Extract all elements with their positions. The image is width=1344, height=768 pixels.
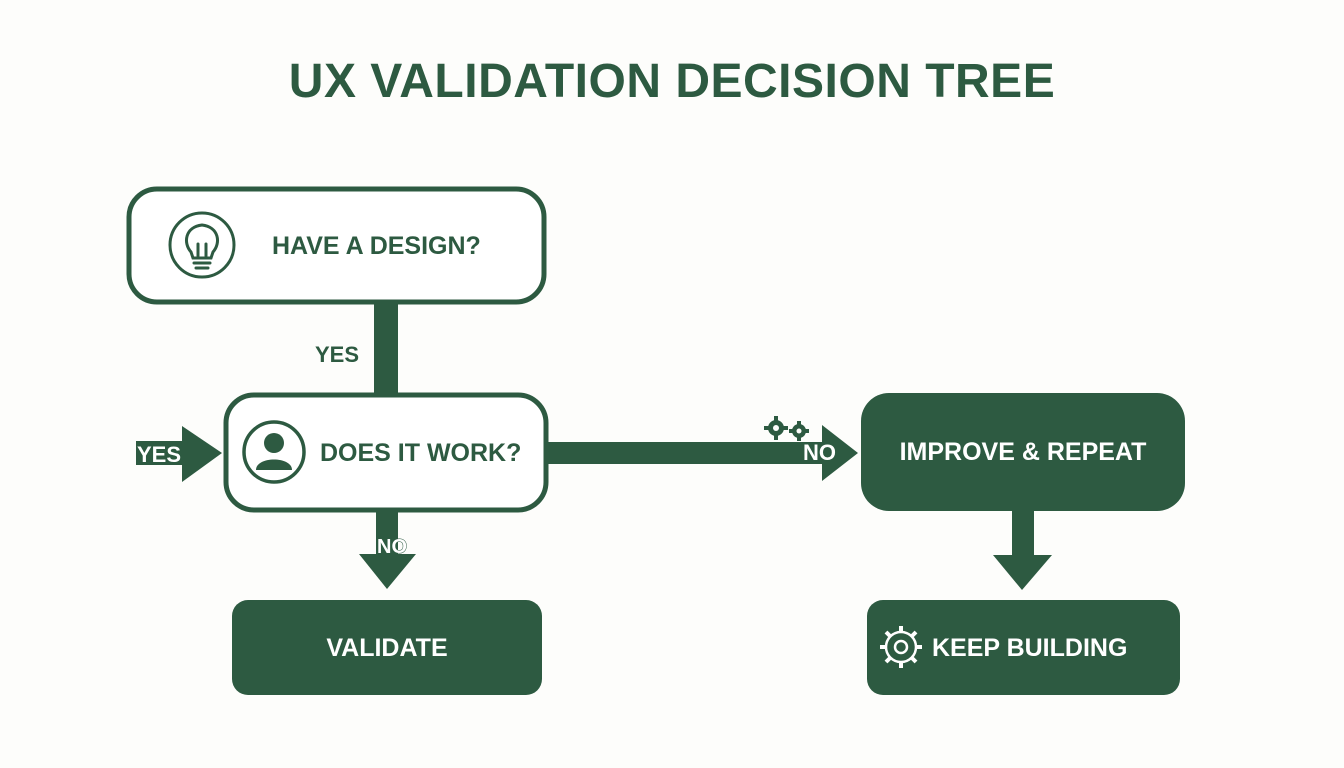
user-icon (242, 420, 306, 484)
connector-work-to-validate (359, 508, 416, 589)
entry-arrow (136, 426, 222, 482)
improve-repeat-label: IMPROVE & REPEAT (899, 438, 1147, 466)
node-validate (232, 600, 542, 695)
node-keep-building (867, 600, 1180, 695)
node-improve-repeat (861, 393, 1185, 511)
lightbulb-icon (168, 211, 236, 279)
have-design-label: HAVE A DESIGN? (272, 232, 481, 260)
keep-building-label: KEEP BUILDING (932, 634, 1128, 662)
gears-icon (764, 416, 809, 441)
edge-label-no-to-improve: NO (803, 440, 837, 466)
does-it-work-label: DOES IT WORK? (320, 439, 522, 467)
node-does-it-work (223, 392, 549, 513)
connector-design-to-work (374, 300, 398, 398)
edge-label-yes-entry: YES (136, 442, 182, 468)
gear-icon (880, 626, 922, 668)
diagram-title: UX VALIDATION DECISION TREE (288, 55, 1056, 108)
connector-improve-to-keep (993, 510, 1052, 590)
node-have-design (126, 186, 547, 305)
connector-work-to-improve (546, 425, 858, 481)
edge-label-yes-design-to-work: YES (315, 342, 360, 367)
edge-label-no-to-validate: NO (377, 536, 408, 559)
validate-label: VALIDATE (326, 634, 448, 662)
